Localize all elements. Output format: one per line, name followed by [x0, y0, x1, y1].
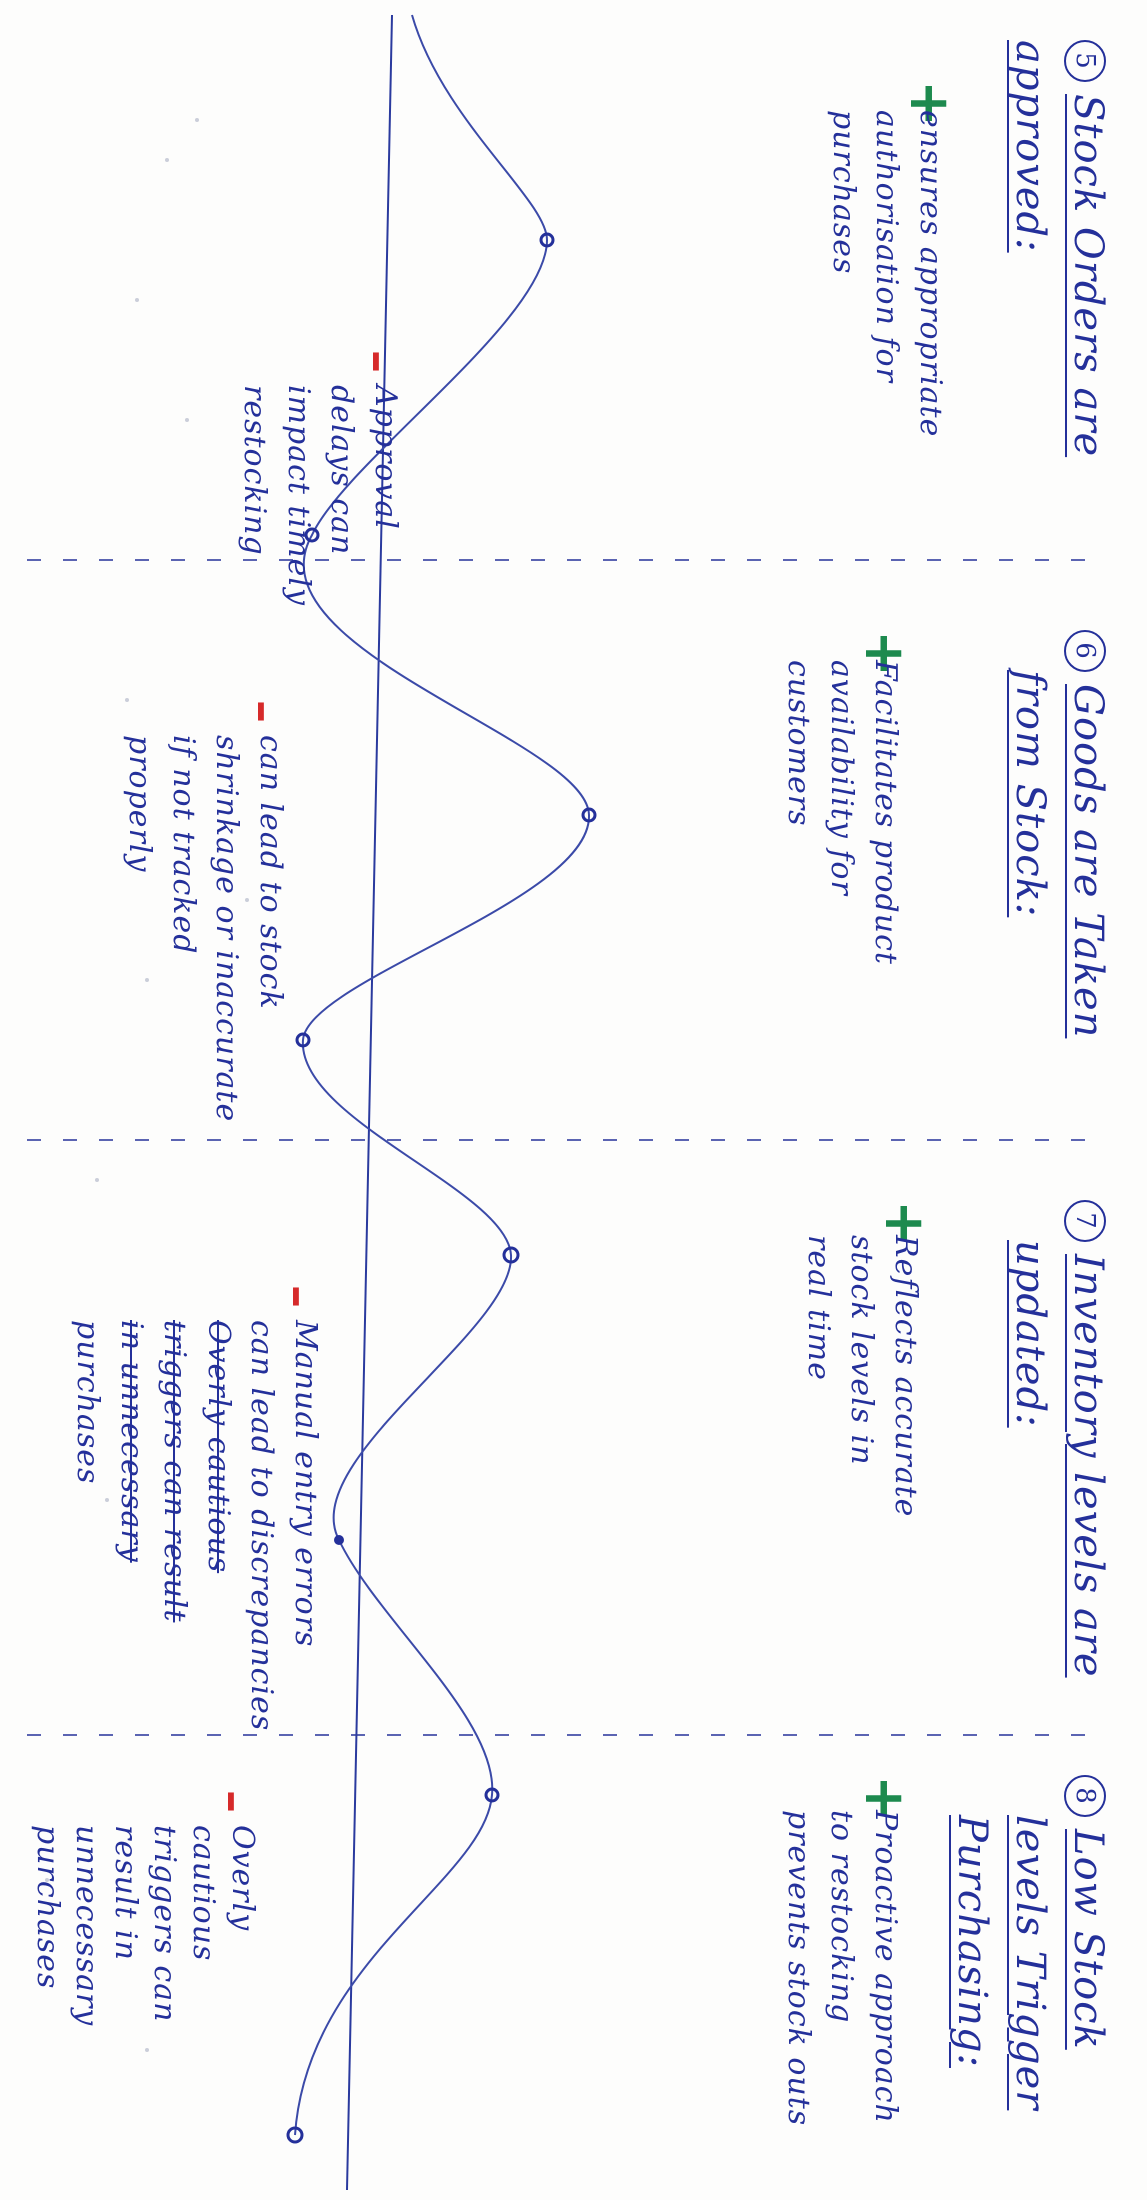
wave-point: [539, 232, 555, 248]
con-line: Approval: [368, 385, 403, 530]
wave-point: [581, 807, 597, 823]
con-line: properly: [122, 735, 158, 873]
step-7-number: 7: [1064, 1200, 1106, 1242]
pro-line: authorisation for: [869, 110, 905, 383]
wave-point: [334, 1535, 344, 1545]
step-5-pro: ensures appropriate authorisation for pu…: [822, 110, 953, 437]
step-8-heading: 8Low Stock levels Trigger Purchasing:: [943, 1775, 1117, 2110]
step-6-pro: Facilitates product availability for cus…: [777, 660, 908, 965]
pro-line: availability for: [824, 660, 860, 896]
pro-line: stock levels in: [844, 1235, 880, 1466]
pro-line: Reflects accurate: [888, 1235, 923, 1518]
wave-point: [484, 1787, 500, 1803]
step-7-pro: Reflects accurate stock levels in real t…: [797, 1235, 928, 1517]
pro-line: customers: [781, 660, 816, 827]
pro-line: real time: [801, 1235, 836, 1381]
heading-line: updated:: [1007, 1240, 1053, 1428]
step-5-con: Approval delays can impact timely restoc…: [233, 385, 407, 606]
pro-line: to restocking: [824, 1810, 860, 2024]
con-line: purchases: [30, 1825, 65, 1990]
con-line: triggers can: [147, 1825, 182, 2023]
con-line: Overly: [225, 1825, 260, 1932]
wave-point: [286, 2126, 304, 2144]
con-line-struck: triggers can result: [157, 1320, 193, 1623]
con-line: restocking: [237, 385, 273, 556]
con-line-struck: Overly cautious: [201, 1320, 236, 1574]
con-line: cautious: [186, 1825, 221, 1962]
wave-line: [294, 14, 591, 2136]
step-8-pro: Proactive approach to restocking prevent…: [777, 1810, 908, 2126]
con-mark: –: [207, 1790, 261, 1813]
heading-line: from Stock:: [1007, 670, 1053, 918]
con-line-struck: in unnecessary: [114, 1320, 149, 1563]
con-line: unnecessary: [69, 1825, 104, 2027]
heading-line: approved:: [1007, 40, 1053, 253]
con-mark: –: [352, 350, 406, 373]
axis-line: [346, 14, 393, 2191]
step-7-con: Manual entry errors can lead to discrepa…: [66, 1320, 327, 1731]
con-line: delays can: [324, 385, 360, 556]
heading-line: Purchasing:: [949, 1815, 995, 2068]
con-line: shrinkage or inaccurate: [209, 735, 245, 1123]
step-6-heading: 6Goods are Taken from Stock:: [1001, 630, 1117, 1038]
wave-point: [295, 1032, 311, 1048]
con-mark: –: [237, 700, 291, 723]
con-mark: –: [272, 1285, 326, 1308]
step-5-heading: 5Stock Orders are approved:: [1001, 40, 1117, 457]
pro-line: prevents stock outs: [781, 1810, 816, 2127]
heading-line: levels Trigger: [1007, 1815, 1053, 2111]
con-line: Manual entry errors: [288, 1320, 323, 1648]
pro-line: Proactive approach: [868, 1810, 903, 2124]
pro-line: purchases: [826, 110, 861, 275]
pro-line: Facilitates product: [868, 660, 903, 965]
con-line: result in: [108, 1825, 143, 1961]
heading-line: Stock Orders are: [1065, 94, 1111, 458]
step-6-con: can lead to stock shrinkage or inaccurat…: [118, 735, 292, 1122]
wave-point: [502, 1246, 520, 1264]
heading-line: Inventory levels are: [1065, 1254, 1111, 1678]
con-line: can lead to discrepancies: [244, 1320, 280, 1732]
step-8-con: Overly cautious triggers can result in u…: [28, 1825, 262, 2026]
con-line: if not tracked: [166, 735, 201, 955]
con-line: impact timely: [281, 385, 316, 606]
con-line: purchases: [70, 1320, 106, 1485]
pro-line: ensures appropriate: [913, 110, 948, 438]
wave-point: [304, 527, 320, 543]
step-7-heading: 7Inventory levels are updated:: [1001, 1200, 1117, 1678]
heading-line: Goods are Taken: [1065, 684, 1111, 1039]
step-6-number: 6: [1064, 630, 1106, 672]
step-5-number: 5: [1064, 40, 1106, 82]
step-8-number: 8: [1064, 1775, 1106, 1817]
con-line: can lead to stock: [253, 735, 288, 1010]
heading-line: Low Stock: [1065, 1829, 1111, 2050]
